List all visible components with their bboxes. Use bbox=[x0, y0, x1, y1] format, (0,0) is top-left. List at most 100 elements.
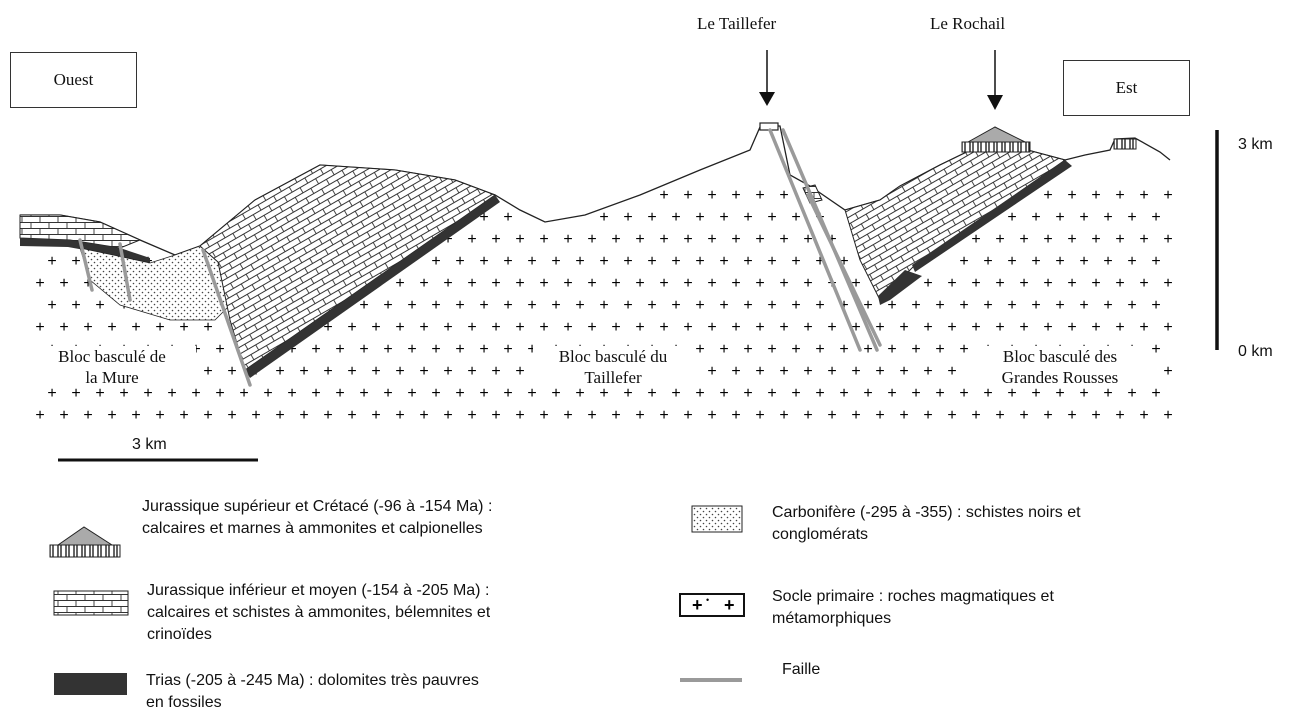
legend-socle: Socle primaire : roches magmatiques et m… bbox=[772, 586, 1054, 630]
basement-cross: + bbox=[935, 385, 944, 402]
basement-cross: + bbox=[611, 319, 620, 336]
basement-cross: + bbox=[155, 319, 164, 336]
taillefer-arrow bbox=[759, 50, 775, 106]
basement-cross: + bbox=[419, 407, 428, 424]
basement-cross: + bbox=[443, 231, 452, 248]
basement-cross: + bbox=[1163, 231, 1172, 248]
basement-cross: + bbox=[1127, 209, 1136, 226]
basement-cross: + bbox=[707, 319, 716, 336]
basement-cross: + bbox=[959, 253, 968, 270]
basement-cross: + bbox=[983, 385, 992, 402]
basement-cross: + bbox=[899, 363, 908, 380]
west-label-box: Ouest bbox=[10, 52, 137, 108]
mure-trias-layer bbox=[20, 238, 150, 263]
basement-cross: + bbox=[887, 385, 896, 402]
basement-cross: + bbox=[923, 275, 932, 292]
basement-cross: + bbox=[575, 385, 584, 402]
basement-cross: + bbox=[467, 231, 476, 248]
basement-cross: + bbox=[935, 341, 944, 358]
basement-cross: + bbox=[1007, 253, 1016, 270]
basement-cross: + bbox=[671, 385, 680, 402]
basement-cross: + bbox=[1115, 319, 1124, 336]
svg-text:•: • bbox=[706, 595, 709, 605]
legend-jurassique-inf: Jurassique inférieur et moyen (-154 à -2… bbox=[147, 580, 490, 644]
basement-cross: + bbox=[515, 363, 524, 380]
basement-cross: + bbox=[563, 319, 572, 336]
basement-cross: + bbox=[347, 319, 356, 336]
basement-cross: + bbox=[803, 319, 812, 336]
legend-swatch-cretace bbox=[0, 0, 121, 558]
basement-cross: + bbox=[1091, 275, 1100, 292]
block-taillefer-label: Bloc basculé du Taillefer bbox=[533, 346, 693, 388]
basement-cross: + bbox=[1079, 209, 1088, 226]
basement-cross: + bbox=[995, 407, 1004, 424]
basement-cross: + bbox=[467, 319, 476, 336]
basement-cross: + bbox=[263, 385, 272, 402]
basement-cross: + bbox=[539, 319, 548, 336]
basement-cross: + bbox=[503, 385, 512, 402]
basement-cross: + bbox=[419, 363, 428, 380]
basement-cross: + bbox=[515, 407, 524, 424]
basement-cross: + bbox=[959, 385, 968, 402]
basement-cross: + bbox=[791, 253, 800, 270]
basement-cross: + bbox=[1115, 407, 1124, 424]
basement-cross: + bbox=[671, 209, 680, 226]
basement-cross: + bbox=[359, 341, 368, 358]
basement-cross: + bbox=[755, 319, 764, 336]
basement-cross: + bbox=[743, 341, 752, 358]
basement-cross: + bbox=[659, 275, 668, 292]
basement-cross: + bbox=[1091, 231, 1100, 248]
basement-cross: + bbox=[887, 297, 896, 314]
basement-cross: + bbox=[1091, 407, 1100, 424]
basement-cross: + bbox=[587, 407, 596, 424]
basement-cross: + bbox=[659, 407, 668, 424]
basement-cross: + bbox=[611, 231, 620, 248]
svg-text:+: + bbox=[692, 595, 703, 615]
basement-cross: + bbox=[911, 385, 920, 402]
basement-cross: + bbox=[347, 407, 356, 424]
basement-cross: + bbox=[1163, 407, 1172, 424]
basement-cross: + bbox=[1103, 253, 1112, 270]
basement-cross: + bbox=[1019, 319, 1028, 336]
basement-cross: + bbox=[1055, 385, 1064, 402]
basement-cross: + bbox=[671, 253, 680, 270]
basement-cross: + bbox=[203, 319, 212, 336]
legend-carbonifere-line1: Carbonifère (-295 à -355) : schistes noi… bbox=[772, 504, 1081, 521]
basement-cross: + bbox=[1115, 231, 1124, 248]
peak-taillefer-label: Le Taillefer bbox=[697, 14, 777, 33]
basement-cross: + bbox=[71, 297, 80, 314]
basement-cross: + bbox=[659, 187, 668, 204]
basement-cross: + bbox=[335, 385, 344, 402]
basement-cross: + bbox=[1043, 275, 1052, 292]
basement-cross: + bbox=[1127, 385, 1136, 402]
basement-cross: + bbox=[791, 297, 800, 314]
basement-cross: + bbox=[599, 297, 608, 314]
basement-cross: + bbox=[347, 363, 356, 380]
basement-cross: + bbox=[431, 341, 440, 358]
basement-cross: + bbox=[83, 407, 92, 424]
legend-jurassique-inf-line3: crinoïdes bbox=[147, 626, 212, 643]
basement-cross: + bbox=[323, 319, 332, 336]
basement-cross: + bbox=[179, 319, 188, 336]
basement-cross: + bbox=[599, 385, 608, 402]
basement-cross: + bbox=[503, 209, 512, 226]
basement-cross: + bbox=[719, 253, 728, 270]
basement-cross: + bbox=[1079, 253, 1088, 270]
block-grandes-label: Bloc basculé des Grandes Rousses bbox=[970, 346, 1150, 388]
basement-cross: + bbox=[1007, 385, 1016, 402]
mure-trias-band bbox=[245, 195, 500, 378]
basement-cross: + bbox=[731, 231, 740, 248]
basement-cross: + bbox=[803, 407, 812, 424]
basement-cross: + bbox=[383, 341, 392, 358]
basement-cross: + bbox=[791, 341, 800, 358]
basement-cross: + bbox=[755, 231, 764, 248]
basement-cross: + bbox=[179, 407, 188, 424]
basement-cross: + bbox=[359, 385, 368, 402]
basement-cross: + bbox=[203, 363, 212, 380]
basement-cross: + bbox=[1067, 407, 1076, 424]
basement-cross: + bbox=[827, 231, 836, 248]
basement-cross: + bbox=[707, 407, 716, 424]
basement-cross: + bbox=[791, 385, 800, 402]
basement-cross: + bbox=[71, 253, 80, 270]
